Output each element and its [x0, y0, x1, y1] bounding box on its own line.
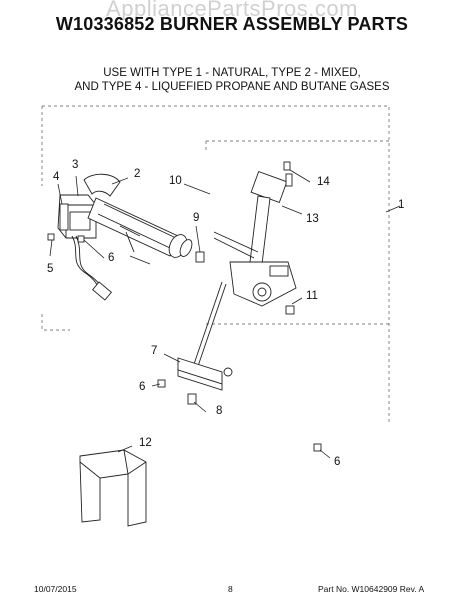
- callout-4: 4: [53, 171, 60, 183]
- callout-11: 11: [306, 290, 318, 302]
- part-6-screws: [77, 235, 322, 452]
- watermark: AppliancePartsPros.com: [106, 0, 358, 21]
- callout-2: 2: [134, 168, 141, 180]
- part-12-bracket: [79, 449, 147, 527]
- part-2-burner-tube: [83, 173, 193, 265]
- part-9-orifice: [195, 251, 205, 263]
- part-8-screw: [187, 393, 197, 405]
- callout-8: 8: [216, 405, 223, 417]
- subtitle: USE WITH TYPE 1 - NATURAL, TYPE 2 - MIXE…: [0, 66, 464, 94]
- callout-12: 12: [139, 437, 152, 449]
- callout-1: 1: [398, 199, 405, 211]
- callout-5: 5: [47, 263, 54, 275]
- callout-6-c: 6: [334, 456, 341, 468]
- leader-lines: [49, 169, 401, 459]
- subtitle-line-2: AND TYPE 4 - LIQUEFIED PROPANE AND BUTAN…: [74, 81, 390, 93]
- footer-part-number: Part No. W10642909 Rev. A: [318, 584, 425, 594]
- part-14-screw: [283, 161, 291, 171]
- callout-3: 3: [72, 159, 79, 171]
- callout-14: 14: [317, 176, 330, 188]
- part-11-screw: [285, 305, 295, 315]
- callout-6-b: 6: [139, 381, 146, 393]
- callout-6-a: 6: [108, 252, 115, 264]
- support-rod: [191, 281, 227, 373]
- part-13-gas-valve: [213, 170, 297, 307]
- callout-13: 13: [306, 213, 319, 225]
- callout-10: 10: [169, 175, 182, 187]
- part-4-igniter: [59, 203, 112, 301]
- footer-page-number: 8: [228, 584, 233, 594]
- part-7-bracket: [177, 357, 233, 391]
- callout-9: 9: [193, 212, 200, 224]
- assembly-boundary: [41, 105, 390, 424]
- footer-date: 10/07/2015: [34, 584, 77, 594]
- callout-7: 7: [151, 345, 158, 357]
- page-title: W10336852 BURNER ASSEMBLY PARTS: [55, 14, 409, 34]
- subtitle-line-1: USE WITH TYPE 1 - NATURAL, TYPE 2 - MIXE…: [103, 67, 361, 79]
- part-5-screw: [47, 233, 55, 241]
